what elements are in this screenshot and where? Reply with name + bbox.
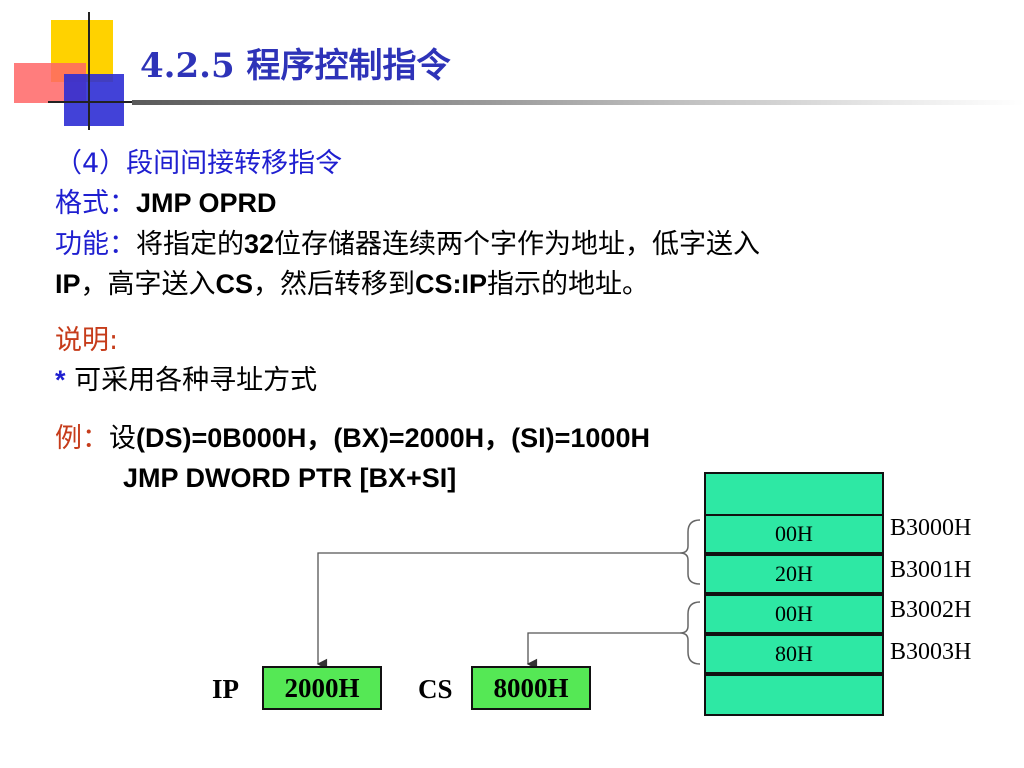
note-line: * 可采用各种寻址方式 — [55, 362, 317, 399]
format-value: JMP OPRD — [136, 188, 277, 218]
brace-ip-icon — [679, 519, 701, 585]
example-instruction: JMP DWORD PTR [BX+SI] — [123, 463, 457, 493]
memory-cell-b3003: 80H — [704, 634, 884, 674]
ip-connector-line — [316, 552, 680, 670]
memory-cell-top — [704, 472, 884, 516]
decor-horizontal-line — [48, 101, 144, 103]
address-b3000: B3000H — [890, 515, 972, 541]
address-b3001: B3001H — [890, 557, 972, 583]
memory-cell-bottom — [704, 674, 884, 716]
note-label: 说明: — [55, 325, 119, 356]
memory-cell-b3000: 00H — [704, 514, 884, 554]
function-text-e: ，然后转移到 — [253, 269, 416, 300]
page-title: 4.2.5 程序控制指令 — [140, 46, 451, 86]
memory-cell-b3002: 00H — [704, 594, 884, 634]
function-text-f: 指示的地址。 — [487, 269, 650, 300]
cs-connector-line — [526, 632, 680, 670]
function-text-a: 将指定的 — [136, 229, 244, 260]
example-text: (DS)=0B000H，(BX)=2000H，(SI)=1000H — [136, 423, 650, 453]
function-ip: IP — [55, 269, 81, 299]
decor-vertical-line — [88, 12, 90, 130]
function-text-d: ，高字送入 — [80, 269, 216, 300]
function-line-1: 功能：将指定的32位存储器连续两个字作为地址，低字送入 — [55, 226, 760, 263]
note-bullet: * — [55, 365, 66, 395]
function-cs: CS — [215, 269, 254, 299]
ip-register-label: IP — [212, 674, 239, 704]
brace-cs-icon — [679, 601, 701, 665]
function-csip: CS:IP — [415, 269, 488, 299]
example-line: 例：设(DS)=0B000H，(BX)=2000H，(SI)=1000H — [55, 420, 650, 457]
function-label: 功能： — [55, 229, 136, 260]
example-label: 例： — [55, 423, 109, 454]
format-label: 格式： — [55, 188, 136, 219]
cs-register-value: 8000H — [471, 666, 591, 710]
decor-blue-square — [64, 74, 124, 126]
title-underline — [132, 100, 1024, 105]
function-text-b: 32 — [244, 229, 275, 259]
function-line-2: IP，高字送入CS，然后转移到CS:IP指示的地址。 — [55, 266, 649, 303]
address-b3002: B3002H — [890, 597, 972, 623]
note-text: 可采用各种寻址方式 — [74, 365, 318, 396]
section-heading: （4）段间间接转移指令 — [55, 148, 343, 179]
memory-cell-b3001: 20H — [704, 554, 884, 594]
example-prefix: 设 — [109, 423, 136, 454]
address-b3003: B3003H — [890, 639, 972, 665]
cs-register-label: CS — [418, 674, 453, 704]
ip-register-value: 2000H — [262, 666, 382, 710]
function-text-c: 位存储器连续两个字作为地址，低字送入 — [274, 229, 761, 260]
format-line: 格式：JMP OPRD — [55, 185, 277, 222]
